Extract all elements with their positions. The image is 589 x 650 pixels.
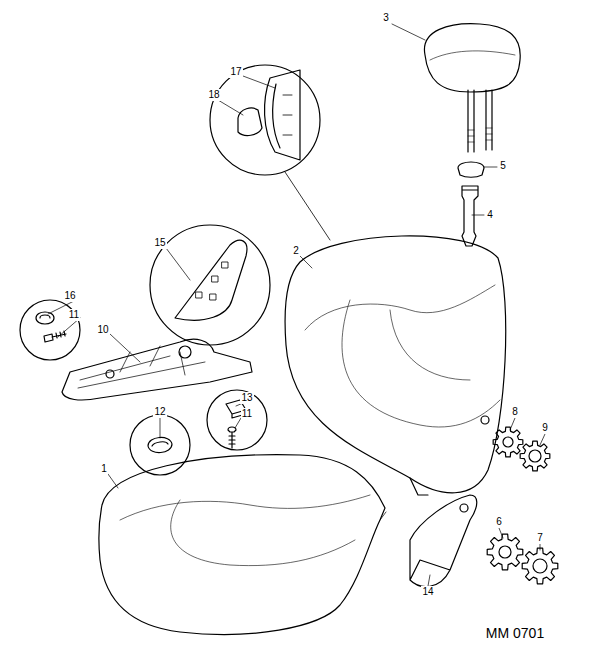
detail-circle bbox=[150, 225, 270, 345]
toothed-washer bbox=[487, 534, 523, 570]
side-trim bbox=[175, 240, 247, 320]
leader-line bbox=[428, 575, 430, 586]
plug-cap bbox=[148, 437, 172, 452]
release-handle bbox=[238, 108, 262, 135]
side-cover bbox=[410, 495, 477, 587]
leader-line bbox=[300, 256, 312, 268]
leader-line bbox=[108, 474, 118, 488]
callout-number: 10 bbox=[96, 324, 109, 336]
cover-hole bbox=[460, 504, 468, 512]
screw bbox=[228, 427, 236, 448]
leader-line bbox=[484, 167, 497, 168]
leader-line bbox=[540, 434, 545, 445]
callout-number: 2 bbox=[292, 245, 300, 257]
cushion-seam bbox=[120, 495, 370, 566]
washer-hole bbox=[529, 450, 541, 462]
leader-line bbox=[166, 248, 190, 280]
bracket-detail bbox=[78, 346, 205, 388]
drawing-number: MM 0701 bbox=[485, 625, 545, 641]
leader-line bbox=[510, 418, 515, 430]
guide-cap bbox=[458, 162, 484, 177]
leader-line bbox=[110, 334, 140, 362]
leader-line bbox=[472, 215, 484, 216]
leader-line bbox=[540, 544, 541, 550]
grommet bbox=[36, 312, 54, 324]
washer-outline bbox=[487, 534, 523, 570]
seat-cushion bbox=[99, 455, 385, 635]
leader-line bbox=[392, 24, 425, 40]
callout-number: 12 bbox=[153, 406, 166, 418]
callout-number: 13 bbox=[240, 392, 253, 404]
detail-circle bbox=[130, 415, 190, 475]
washer-outline bbox=[520, 441, 550, 471]
callout-number: 11 bbox=[68, 309, 80, 321]
callout-number: 4 bbox=[486, 209, 494, 221]
washer-outline bbox=[522, 548, 558, 584]
leader-line bbox=[499, 528, 503, 538]
callout-number: 6 bbox=[495, 516, 503, 528]
toothed-washer bbox=[520, 441, 550, 471]
trim-panel bbox=[265, 70, 300, 160]
detail-circle bbox=[210, 65, 320, 175]
callout-number: 17 bbox=[229, 66, 242, 78]
post-notches bbox=[468, 128, 492, 142]
callout-number: 14 bbox=[421, 586, 434, 598]
leader-line bbox=[243, 76, 275, 88]
leader-line bbox=[218, 100, 243, 115]
toothed-washer bbox=[522, 548, 558, 584]
callout-number: 1 bbox=[100, 463, 108, 475]
panel-clips bbox=[283, 95, 292, 135]
backrest bbox=[285, 236, 506, 493]
detail-circle bbox=[207, 390, 267, 450]
callout-number: 16 bbox=[63, 290, 76, 302]
trim-studs bbox=[196, 262, 228, 300]
washer-hole bbox=[503, 437, 513, 447]
washer-hole bbox=[533, 559, 547, 573]
backrest-base bbox=[410, 478, 428, 495]
bracket-hole bbox=[179, 346, 191, 358]
callout-number: 15 bbox=[153, 237, 166, 249]
headrest-seam bbox=[430, 51, 515, 60]
callout-number: 18 bbox=[207, 89, 220, 101]
callout-number: 11 bbox=[241, 408, 253, 420]
callout-number: 5 bbox=[499, 160, 507, 172]
detail-circle bbox=[20, 300, 80, 360]
headrest-guide bbox=[462, 186, 478, 246]
toothed-washer bbox=[493, 427, 523, 457]
bracket-hole bbox=[106, 370, 114, 378]
washer-outline bbox=[493, 427, 523, 457]
callout-number: 9 bbox=[541, 422, 549, 434]
callout-number: 7 bbox=[536, 532, 544, 544]
callout-number: 8 bbox=[511, 406, 519, 418]
cushion-edge bbox=[380, 512, 386, 520]
backrest-seam bbox=[305, 285, 500, 427]
washer-hole bbox=[499, 546, 511, 558]
seat-side-bracket bbox=[62, 339, 252, 400]
leader-line bbox=[160, 418, 161, 438]
callout-number: 3 bbox=[382, 12, 390, 24]
headrest-post bbox=[468, 90, 492, 152]
detail-leader bbox=[285, 172, 330, 240]
headrest bbox=[424, 24, 520, 92]
recline-knob-hole bbox=[481, 416, 489, 424]
